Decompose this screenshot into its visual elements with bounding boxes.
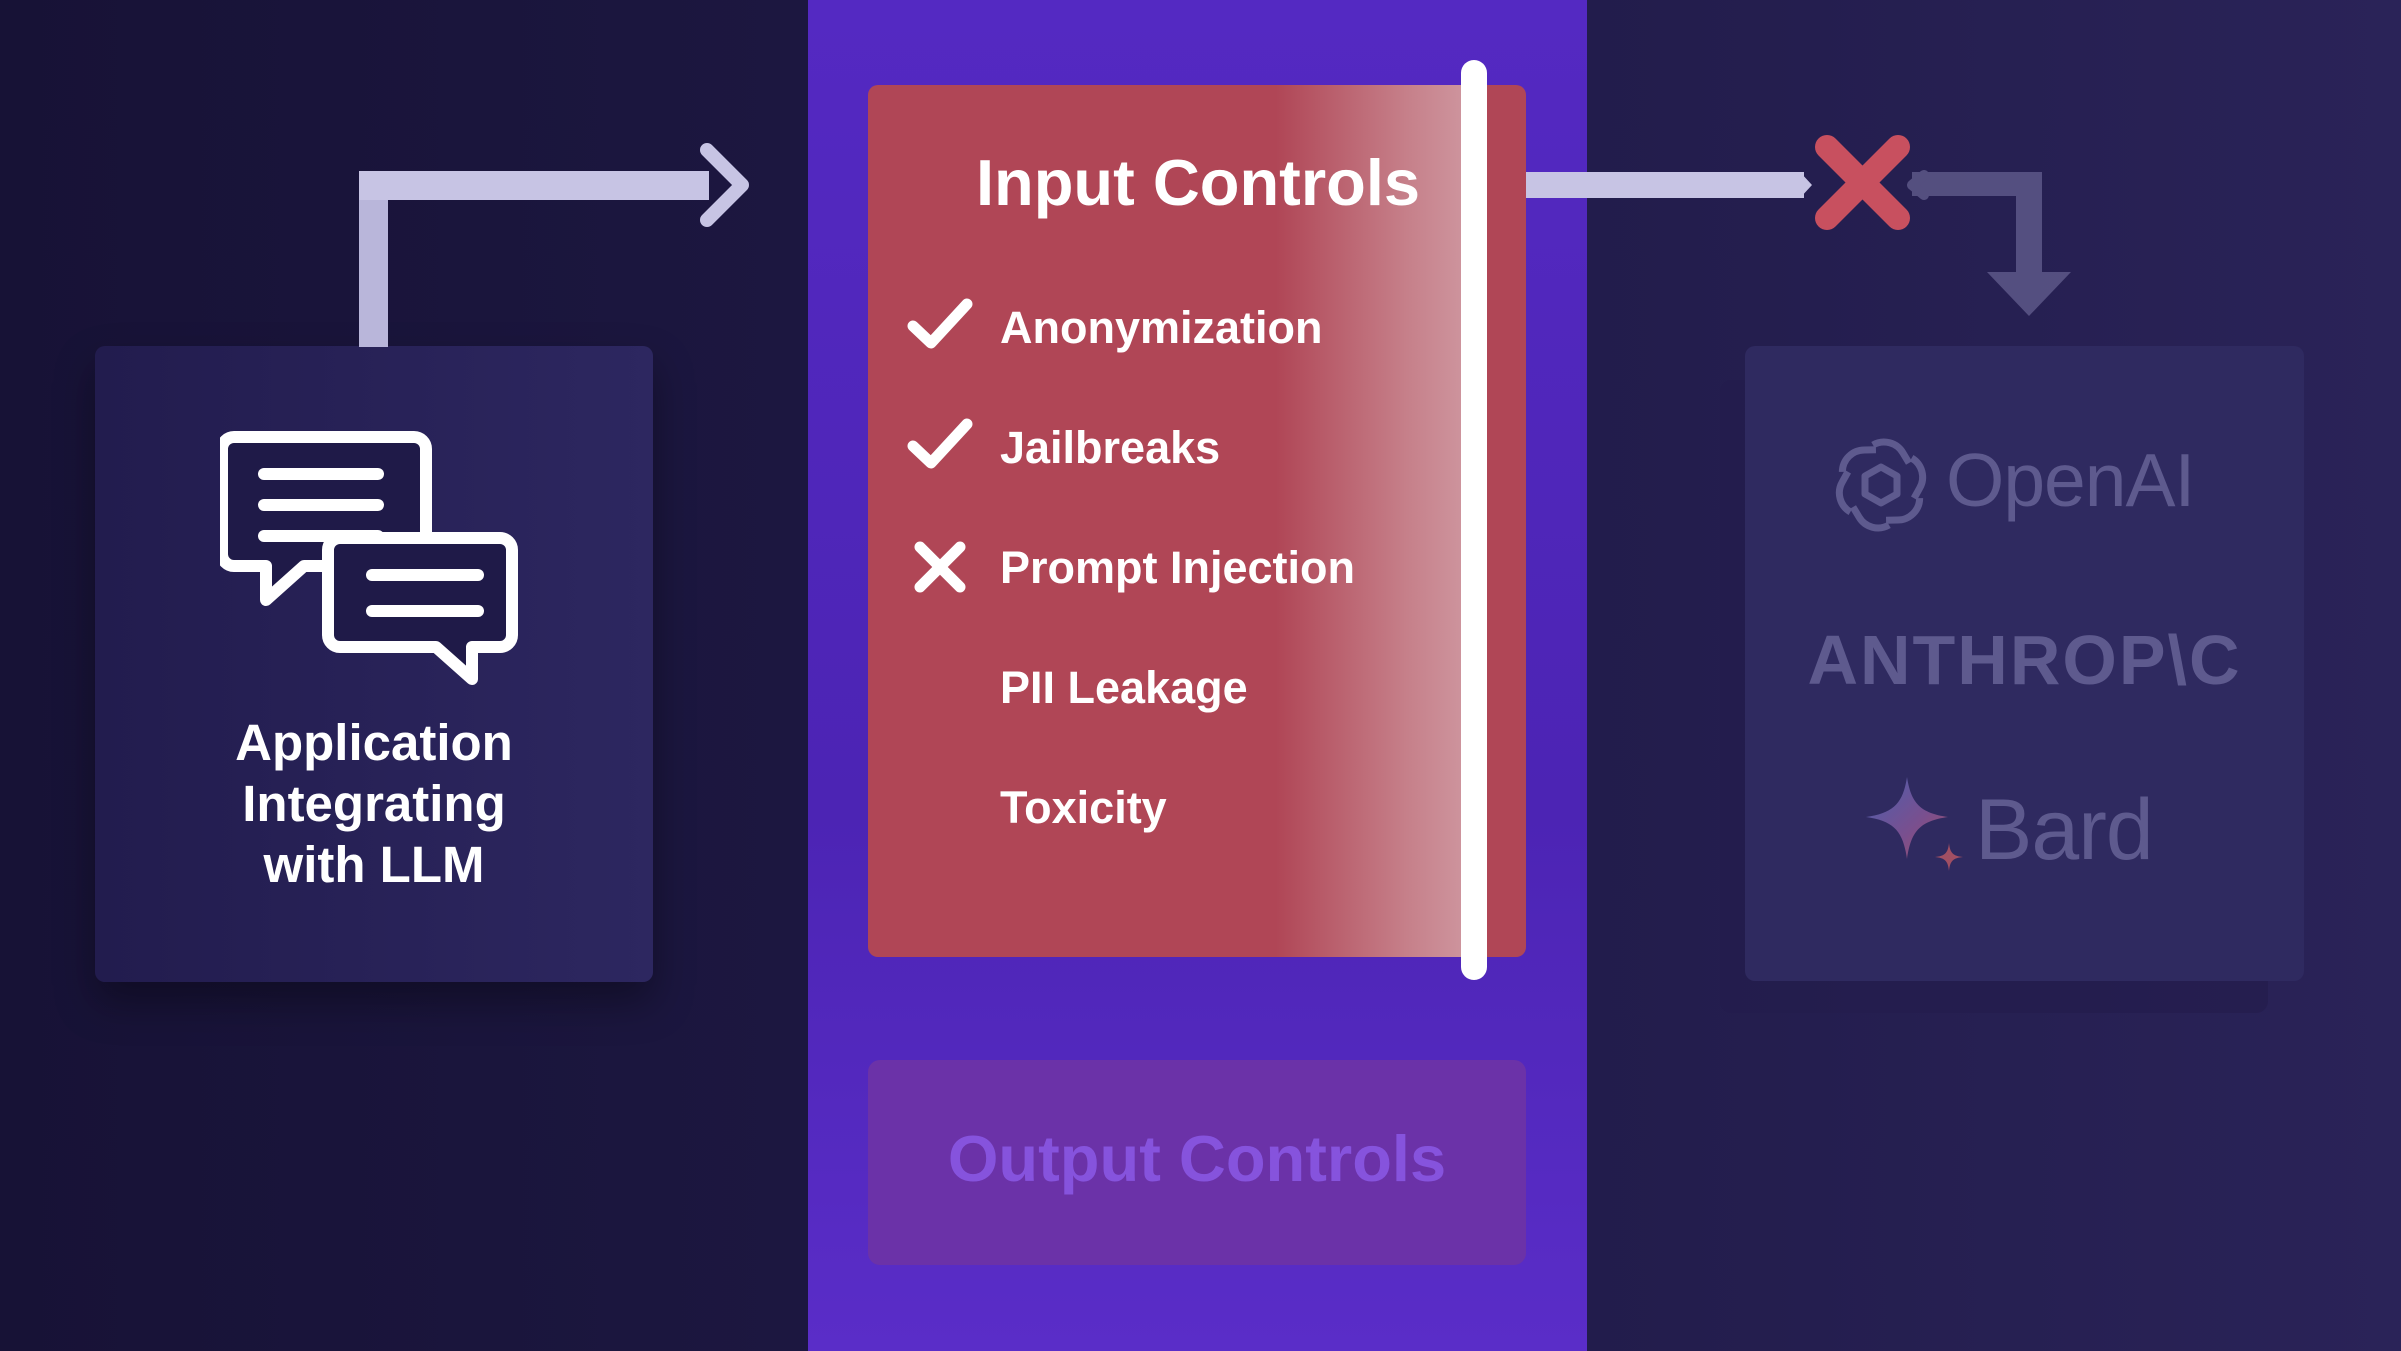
check-icon xyxy=(907,298,973,349)
app-to-input-arrow xyxy=(359,143,749,347)
control-item-jailbreaks: Jailbreaks xyxy=(1000,422,1221,473)
cross-icon xyxy=(914,541,966,593)
bard-wordmark: Bard xyxy=(1975,782,2154,878)
output-controls-panel xyxy=(868,1060,1526,1265)
blocked-path-arrow xyxy=(1907,170,2071,316)
gate-divider-bar xyxy=(1461,60,1487,980)
output-controls-title: Output Controls xyxy=(947,1122,1447,1195)
control-item-anonymization: Anonymization xyxy=(1000,302,1323,353)
blocked-cross-icon xyxy=(1815,135,1910,230)
check-icon xyxy=(907,418,973,469)
application-title-line: with LLM xyxy=(263,836,485,893)
control-item-pii-leakage: PII Leakage xyxy=(1000,662,1248,713)
openai-logo-icon xyxy=(1835,438,1927,532)
input-controls-panel xyxy=(868,85,1526,957)
chat-bubbles-icon xyxy=(220,431,518,685)
bard-sparkle-icon xyxy=(1866,777,1963,871)
application-title: Application Integrating with LLM xyxy=(95,712,653,895)
control-item-toxicity: Toxicity xyxy=(1000,782,1167,833)
application-title-line: Application xyxy=(235,714,513,771)
application-title-line: Integrating xyxy=(242,775,506,832)
openai-wordmark: OpenAI xyxy=(1946,438,2195,522)
input-to-provider-arrow xyxy=(1526,172,1812,198)
control-item-prompt-injection: Prompt Injection xyxy=(1000,542,1356,593)
llm-provider-card xyxy=(1745,346,2304,981)
input-controls-title: Input Controls xyxy=(975,146,1421,219)
anthropic-wordmark: ANTHROP\C xyxy=(1807,621,2242,699)
